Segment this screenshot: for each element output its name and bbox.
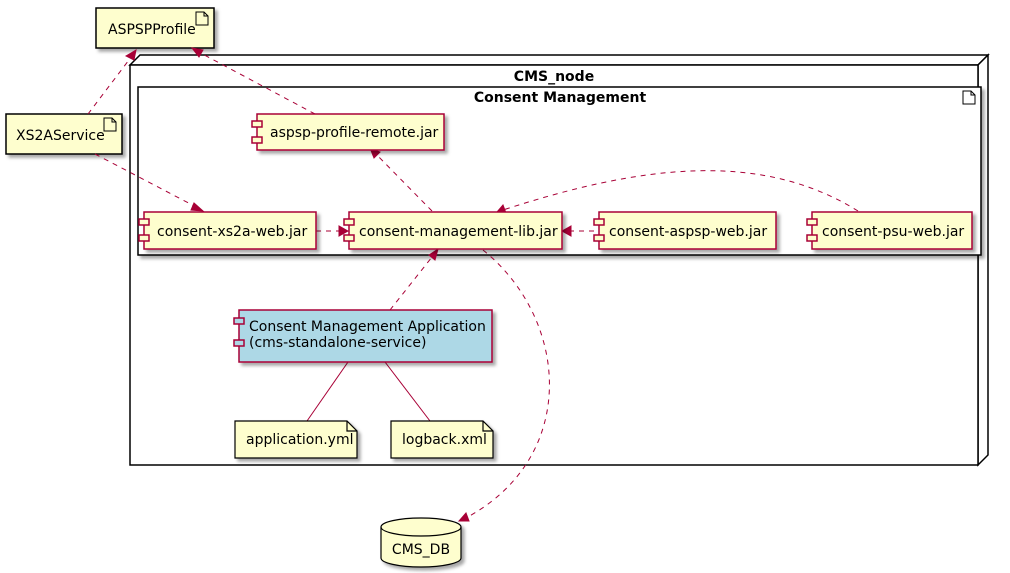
edge-app-to-yml	[306, 361, 349, 422]
cms-db-label: CMS_DB	[392, 542, 450, 558]
edge-xs2a-to-profile	[87, 51, 136, 115]
cms-app-label-line2: (cms-standalone-service)	[249, 335, 426, 351]
xs2a-service-label: XS2AService	[16, 128, 105, 144]
logback-xml-file[interactable]: logback.xml	[390, 420, 494, 459]
xs2a-service-artifact[interactable]	[5, 113, 123, 155]
consent-psu-web-label: consent-psu-web.jar	[822, 224, 964, 240]
consent-management-label: Consent Management	[474, 90, 647, 106]
logback-xml-label: logback.xml	[402, 432, 487, 448]
connectors	[87, 47, 859, 522]
edge-psu-web-to-lib	[499, 170, 859, 212]
consent-xs2a-web-component[interactable]: consent-xs2a-web.jar	[138, 211, 317, 250]
consent-management-application-component[interactable]: Consent Management Application (cms-stan…	[233, 309, 493, 363]
consent-aspsp-web-component[interactable]: consent-aspsp-web.jar	[593, 211, 777, 250]
aspsp-profile-artifact[interactable]	[95, 7, 215, 49]
consent-management-lib-label: consent-management-lib.jar	[359, 224, 558, 240]
application-yml-label: application.yml	[246, 432, 354, 448]
cms-app-label-line1: Consent Management Application	[249, 319, 486, 335]
edge-remote-to-profile	[194, 49, 316, 115]
artifact-icon	[195, 11, 209, 26]
cms-node-label: CMS_node	[514, 69, 594, 85]
edge-app-to-lib	[389, 251, 437, 311]
consent-aspsp-web-label: consent-aspsp-web.jar	[609, 224, 767, 240]
aspsp-profile-label: ASPSPProfile	[108, 22, 196, 38]
cms-db-database[interactable]: CMS_DB	[380, 517, 462, 568]
edge-app-to-logback	[384, 361, 431, 422]
consent-xs2a-web-label: consent-xs2a-web.jar	[157, 224, 307, 240]
consent-management-lib-component[interactable]: consent-management-lib.jar	[343, 211, 563, 250]
edge-lib-to-db	[461, 249, 550, 521]
edge-lib-to-remote	[371, 149, 433, 212]
consent-management-artifact-icon	[962, 90, 976, 105]
aspsp-profile-remote-component[interactable]: aspsp-profile-remote.jar	[251, 113, 445, 151]
aspsp-profile-remote-label: aspsp-profile-remote.jar	[270, 125, 439, 141]
consent-psu-web-component[interactable]: consent-psu-web.jar	[806, 211, 973, 250]
artifact-icon	[103, 117, 117, 132]
application-yml-file[interactable]: application.yml	[234, 420, 358, 459]
